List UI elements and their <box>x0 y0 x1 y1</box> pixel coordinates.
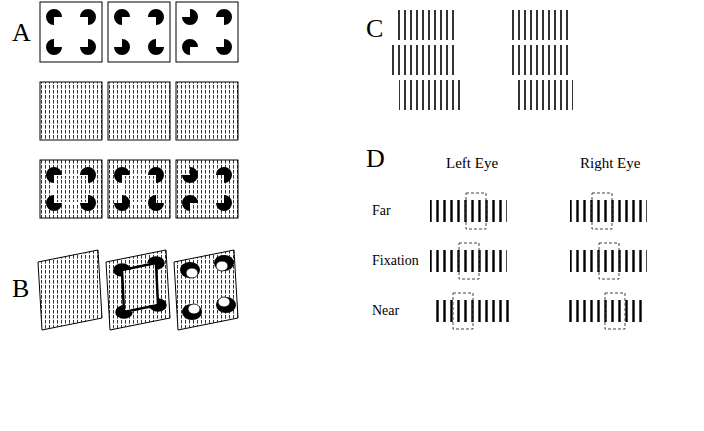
dashed-windows <box>453 193 625 329</box>
eye-label: Right Eye <box>580 156 640 171</box>
panel-letter: C <box>366 16 383 42</box>
eye-label: Left Eye <box>446 156 498 171</box>
stereo-gratings <box>430 200 647 322</box>
depth-label: Far <box>372 204 391 218</box>
line-gratings <box>392 10 573 110</box>
depth-planes <box>38 250 238 330</box>
depth-label: Fixation <box>372 254 419 268</box>
panel-letter: D <box>366 146 385 172</box>
grating-squares <box>40 82 238 140</box>
panel-letter: A <box>12 20 31 46</box>
inducer-squares <box>40 2 238 62</box>
panel-letter: B <box>12 276 29 302</box>
combined-squares <box>40 160 238 218</box>
depth-label: Near <box>372 304 399 318</box>
